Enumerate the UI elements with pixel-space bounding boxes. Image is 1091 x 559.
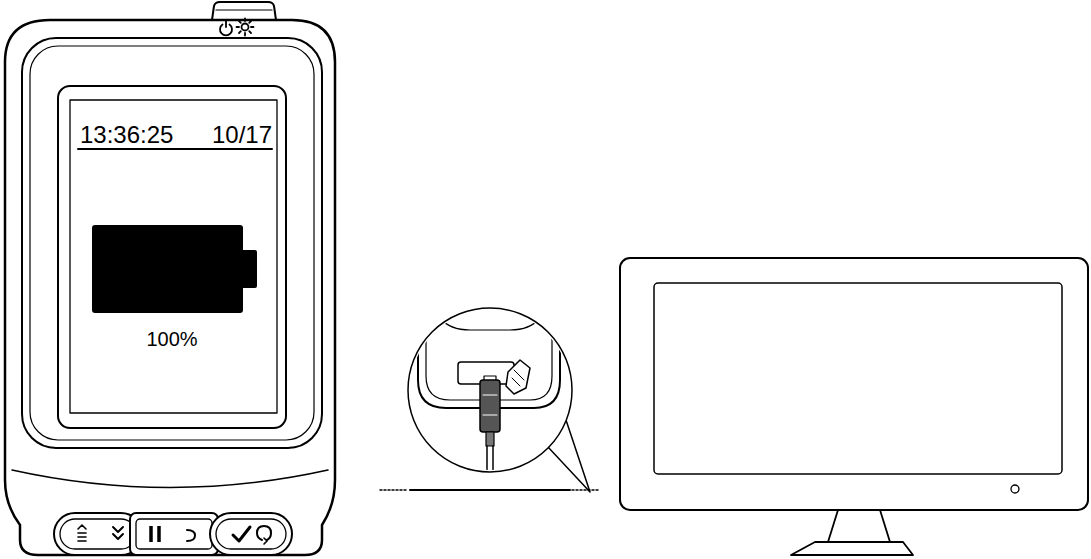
usb-plug <box>480 380 500 432</box>
power-icon <box>220 20 232 35</box>
rubber-flap <box>506 360 530 394</box>
screen-status-text: 13:36:25 <box>80 123 173 147</box>
usb-cable <box>380 489 600 491</box>
battery-icon <box>92 225 243 313</box>
power-button <box>212 2 276 20</box>
dashcam-body <box>5 20 335 555</box>
button-pause-back <box>130 513 218 555</box>
usb-port-callout <box>408 300 590 492</box>
button-ok-loop <box>210 513 292 555</box>
brightness-icon <box>237 19 254 36</box>
battery-percentage: 100% <box>146 329 197 349</box>
button-up-down <box>54 513 142 555</box>
screen-status-text: 10/17 <box>212 123 272 147</box>
monitor <box>620 258 1088 555</box>
